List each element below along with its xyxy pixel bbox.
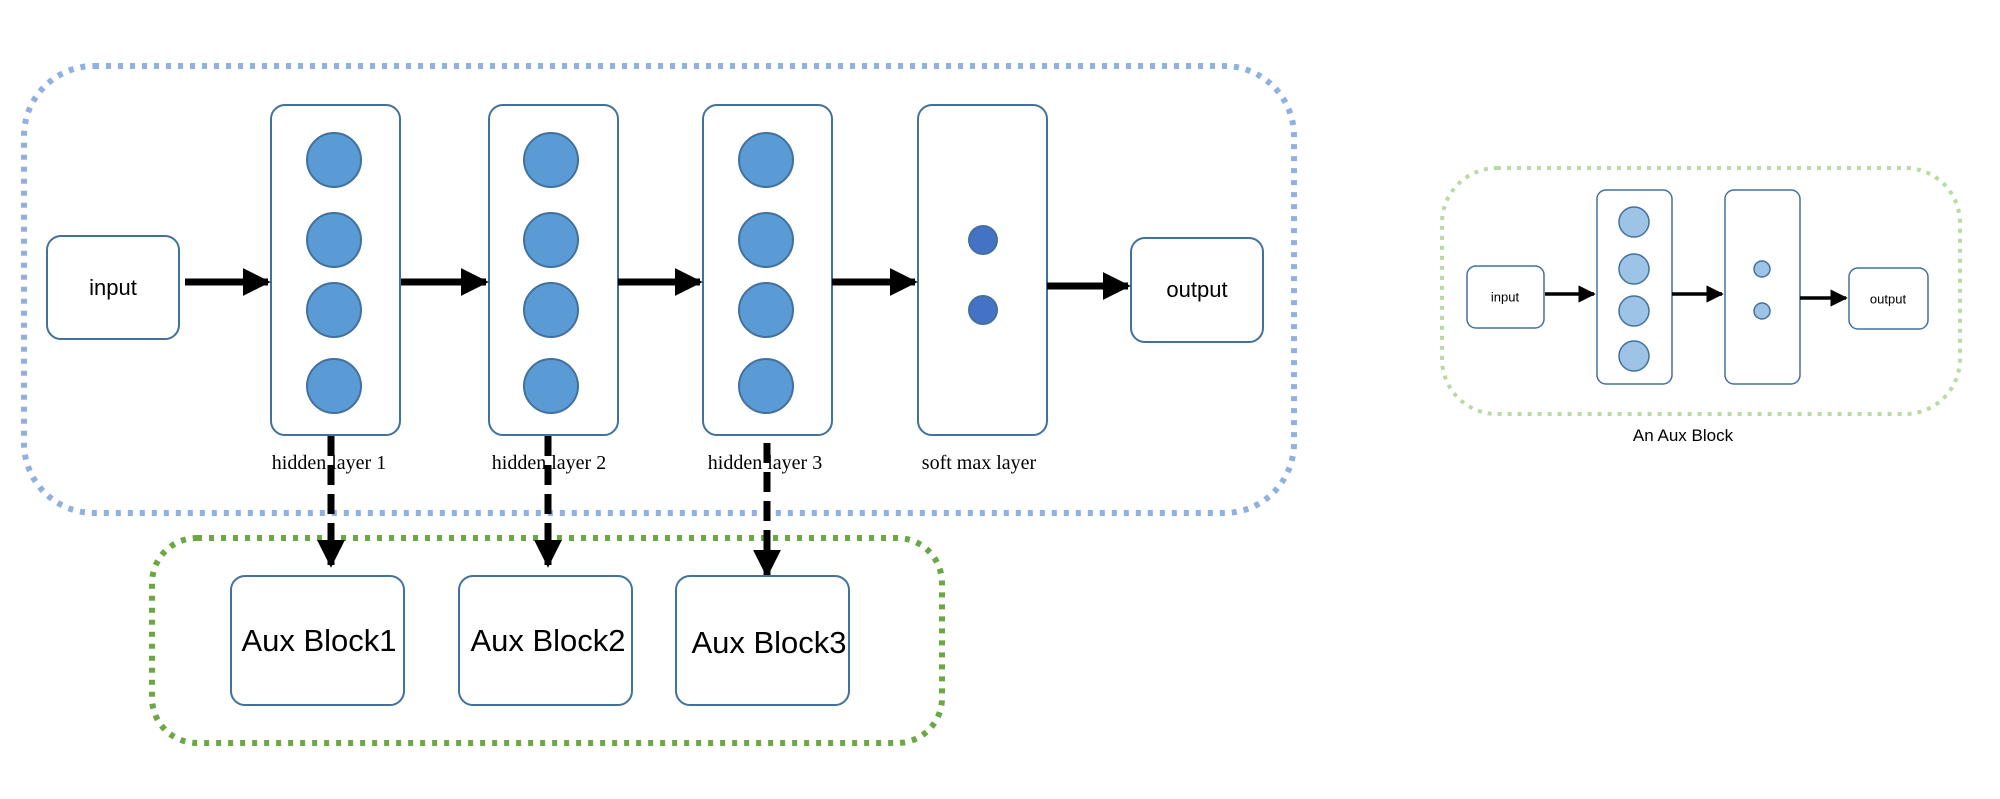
hidden-layer-2 <box>488 104 619 436</box>
neuron <box>306 282 362 338</box>
neuron <box>1753 302 1771 320</box>
neuron <box>1618 253 1650 285</box>
layer-label-2: hidden layer 2 <box>492 452 606 474</box>
layer-label-softmax: soft max layer <box>922 452 1037 474</box>
aux-block-1-label: Aux Block1 <box>241 623 396 658</box>
main-network-region <box>21 63 1297 516</box>
aux-detail-input-label: input <box>1491 289 1520 304</box>
neuron <box>1618 295 1650 327</box>
aux-detail-region <box>1440 166 1962 416</box>
input-label: input <box>89 275 137 300</box>
neuron <box>523 282 579 338</box>
aux-block-3-label: Aux Block3 <box>691 625 846 660</box>
aux-block-1: Aux Block1 <box>230 575 405 706</box>
aux-detail-hidden-layer <box>1596 189 1673 385</box>
aux-block-3: Aux Block3 <box>675 575 850 706</box>
aux-detail-title: An Aux Block <box>1633 426 1734 445</box>
neuron <box>968 295 998 325</box>
aux-block-2: Aux Block2 <box>458 575 633 706</box>
hidden-layer-1 <box>270 104 401 436</box>
neuron <box>306 358 362 414</box>
neuron <box>968 225 998 255</box>
neuron <box>523 358 579 414</box>
aux-detail-output-node: output <box>1848 267 1929 330</box>
neuron <box>1753 260 1771 278</box>
neuron <box>306 132 362 188</box>
aux-detail-output-label: output <box>1870 291 1907 306</box>
neuron <box>523 132 579 188</box>
aux-block-2-label: Aux Block2 <box>470 623 625 658</box>
hidden-layer-3 <box>702 104 833 436</box>
neuron <box>523 212 579 268</box>
neuron <box>738 358 794 414</box>
layer-label-1: hidden layer 1 <box>272 452 386 474</box>
output-node: output <box>1130 237 1264 343</box>
softmax-layer <box>917 104 1048 436</box>
neuron <box>1618 206 1650 238</box>
neuron <box>738 282 794 338</box>
aux-detail-input-node: input <box>1466 265 1545 329</box>
neuron <box>1618 340 1650 372</box>
neuron <box>738 132 794 188</box>
input-node: input <box>46 235 180 340</box>
neuron <box>738 212 794 268</box>
neuron <box>306 212 362 268</box>
aux-detail-softmax-layer <box>1724 189 1801 385</box>
output-label: output <box>1166 277 1227 302</box>
